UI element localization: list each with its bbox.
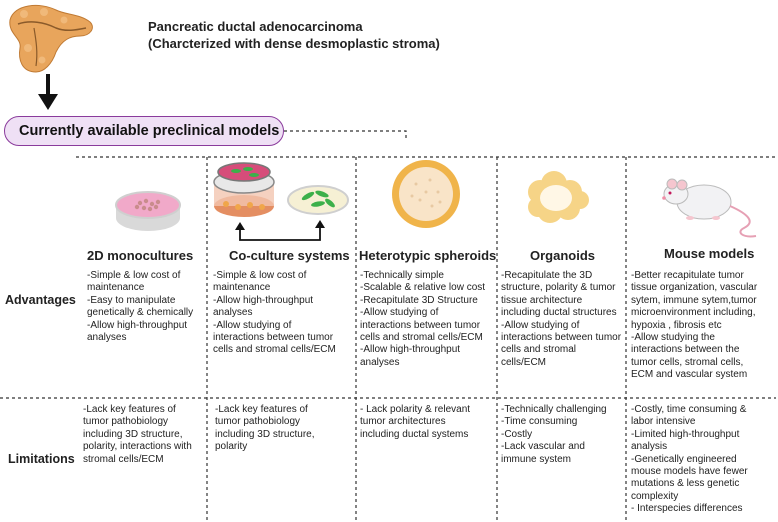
text-line: tumor pathobiology [83,416,169,428]
text-line: mutations & less genetic [631,478,740,490]
text-line: interactions between tumor [360,319,481,331]
text-line: labor intensive [631,416,696,428]
text-line: -Simple & low cost of [213,270,307,281]
text-line: -Allow high-throughput [360,344,461,356]
text-line: including ductal systems [360,428,469,440]
spheroid-icon [392,160,460,228]
text-line: maintenance [87,282,145,294]
text-line: -Allow high-throughput [213,294,314,306]
text-line: -Recapitulate the 3D [501,270,593,281]
text-line: structure, polarity & tumor [501,282,616,294]
text-line: -Technically challenging [501,404,607,415]
text-line: cells and stromal cells/ECM [213,344,336,356]
text-line: including 3D structure, [215,428,315,440]
text-line: -Recapitulate 3D Structure [360,294,478,306]
text-line: -Technically simple [360,270,444,281]
text-line: analysis [631,441,668,453]
text-line: -Better recapitulate tumor [631,270,744,281]
text-line: -Lack key features of [215,404,308,415]
text-line: -Time consuming [501,416,578,428]
heading-organoids: Organoids [530,248,596,263]
text-line: including 3D structure, [83,428,183,440]
text-line: analyses [87,332,127,344]
text-line: including ductal structures [501,307,617,319]
text-line: tissue architecture [501,294,583,306]
text-line: cells and stromal cells/ECM [360,332,483,344]
limitations-co-culture: -Lack key features of tumor pathobiology… [215,404,315,454]
limitations-mouse-models: -Costly, time consuming & labor intensiv… [631,404,748,516]
text-line: mouse models have fewer [631,466,748,478]
advantages-co-culture: -Simple & low cost of maintenance -Allow… [213,270,336,357]
text-line: genetically & chemically [87,307,194,319]
text-line: cells and stromal [501,344,577,356]
advantages-2d-monocultures: -Simple & low cost of maintenance -Easy … [87,270,193,344]
text-line: analyses [360,356,400,368]
text-line: - Interspecies differences [631,503,743,515]
heading-co-culture: Co-culture systems [229,248,350,263]
text-line: -Allow high-throughput [87,319,188,331]
text-line: interactions between tumor [213,332,334,344]
text-line: microenvironment including, [631,307,756,319]
down-arrow-icon [38,74,58,110]
text-line: -Allow studying of [213,319,292,331]
text-line: -Scalable & relative low cost [360,282,486,294]
text-line: -Limited high-throughput [631,428,740,440]
text-line: -Costly, time consuming & [631,404,747,415]
text-line: polarity [215,441,248,453]
text-line: -Allow studying of [501,319,580,331]
limitations-organoids: -Technically challenging -Time consuming… [501,404,607,466]
petri-dish-icon [115,191,181,231]
text-line: - Lack polarity & relevant [360,404,471,415]
text-line: tissue organization, vascular [631,282,758,294]
heading-spheroids: Heterotypic spheroids [359,248,497,263]
text-line: sytem, immune sytem,tumor [631,294,757,306]
row-label-limitations: Limitations [8,452,75,466]
mouse-icon [662,178,757,238]
title-line-2: (Charcterized with dense desmoplastic st… [148,36,440,51]
preclinical-models-box: Currently available preclinical models [4,116,284,146]
limitations-2d-monocultures: -Lack key features of tumor pathobiology… [83,404,192,466]
text-line: complexity [631,490,679,502]
limitations-spheroids: - Lack polarity & relevant tumor archite… [360,404,470,441]
text-line: -Lack vascular and [501,441,585,453]
text-line: cells/ECM [501,356,547,368]
text-line: interactions between the [631,344,740,356]
text-line: interactions between tumor [501,332,622,344]
text-line: -Simple & low cost of [87,270,181,281]
advantages-organoids: -Recapitulate the 3D structure, polarity… [501,270,621,369]
text-line: tumor cells, stromal cells, [631,356,744,368]
organoid-icon [528,171,589,223]
table-grid-lines [0,130,776,520]
text-line: tumor architectures [360,416,446,428]
text-line: -Allow studying of [360,307,439,319]
advantages-spheroids: -Technically simple -Scalable & relative… [360,270,485,369]
text-line: -Costly [501,428,533,440]
text-line: maintenance [213,282,271,294]
row-label-advantages: Advantages [5,293,76,307]
text-line: tumor pathobiology [215,416,301,428]
text-line: -Allow studying the [631,332,715,344]
text-line: analyses [213,307,253,319]
heading-2d-monocultures: 2D monocultures [87,248,194,263]
text-line: ECM and vascular system [631,369,748,381]
advantages-mouse-models: -Better recapitulate tumor tissue organi… [631,270,757,382]
transwell-icon [213,162,349,241]
title-line-1: Pancreatic ductal adenocarcinoma [148,19,363,34]
diagram-title: Pancreatic ductal adenocarcinoma (Charct… [148,18,440,52]
text-line: polarity, interactions with [83,441,192,453]
text-line: hypoxia , fibrosis etc [631,319,722,331]
heading-mouse-models: Mouse models [664,246,755,261]
pancreas-icon [9,4,93,73]
text-line: stromal cells/ECM [83,453,164,465]
text-line: -Lack key features of [83,404,176,415]
text-line: -Easy to manipulate [87,294,176,306]
text-line: immune system [501,453,572,465]
text-line: -Genetically engineered [631,453,737,465]
